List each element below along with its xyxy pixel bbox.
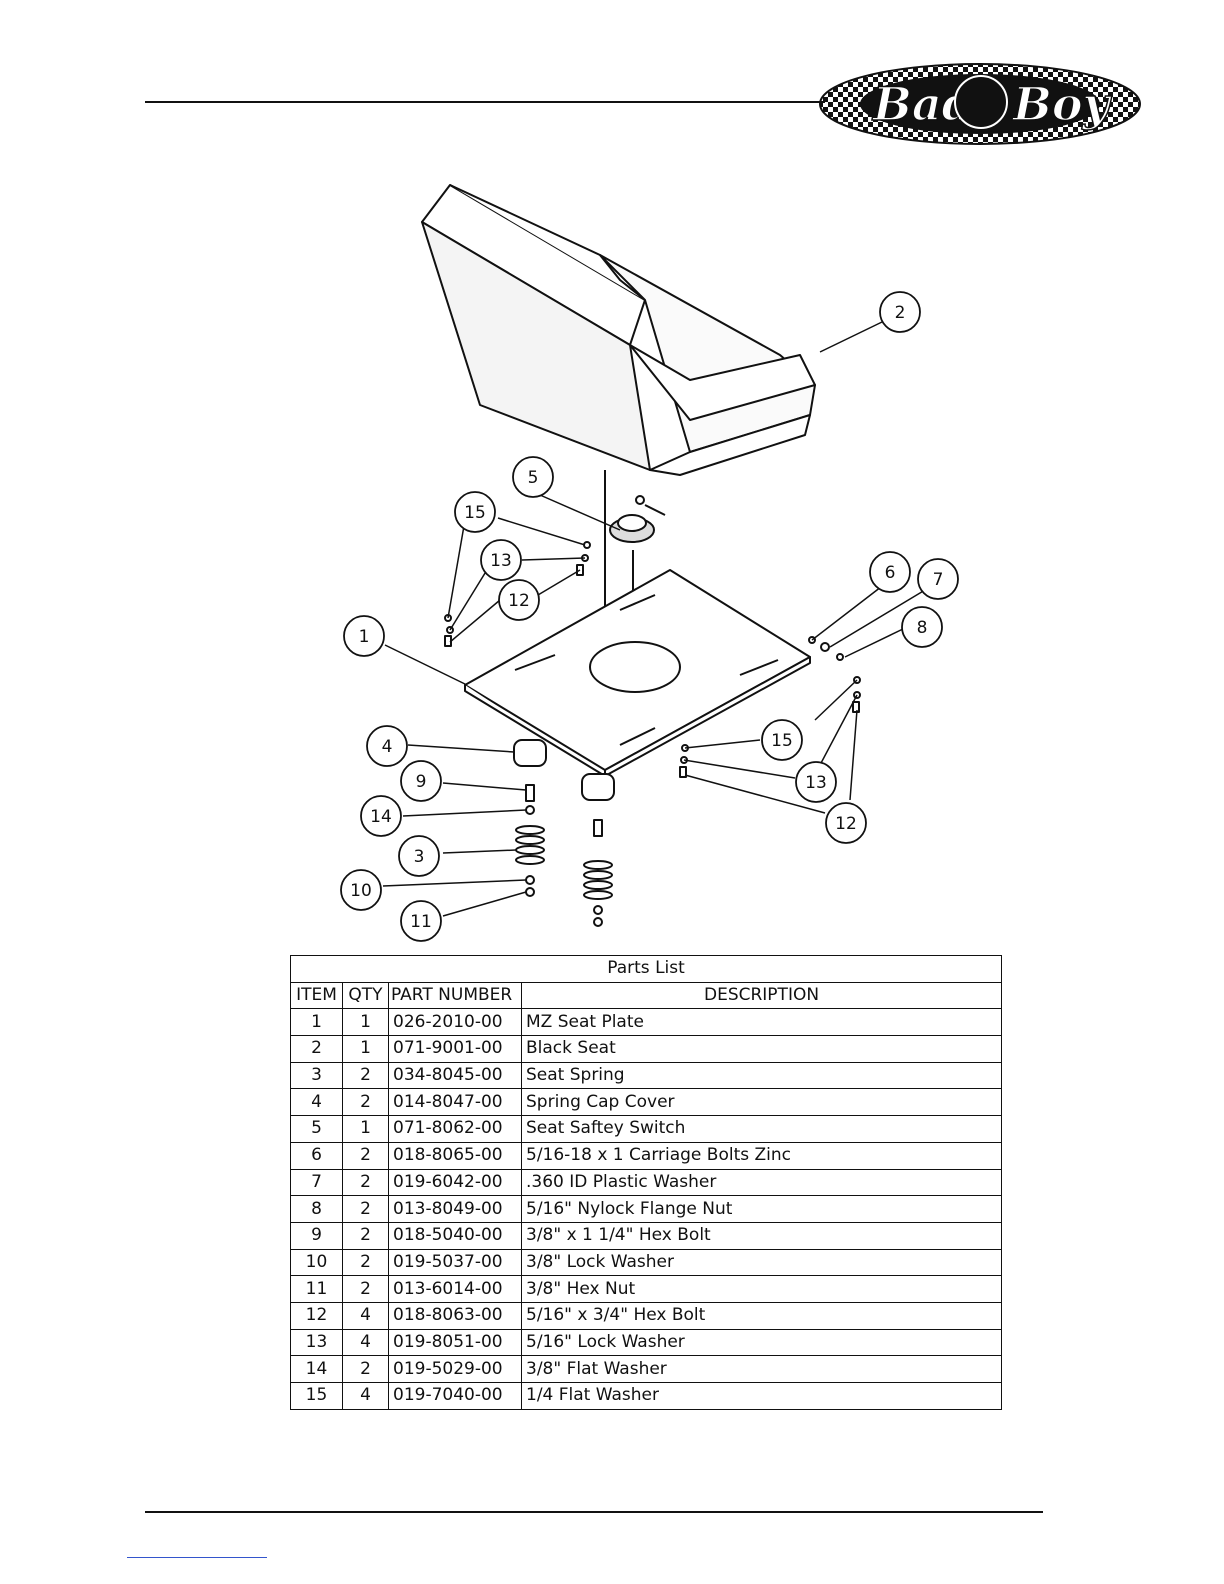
header-rule — [145, 101, 825, 103]
bad-boy-logo: Bad Boy — [819, 63, 1141, 145]
callout-14: 14 — [370, 807, 392, 827]
callout-15b: 15 — [771, 731, 793, 751]
svg-text:Boy: Boy — [1011, 77, 1113, 131]
callout-2: 2 — [895, 303, 906, 323]
callout-12: 12 — [508, 591, 530, 611]
callout-15: 15 — [464, 503, 486, 523]
callout-8: 8 — [917, 618, 928, 638]
callout-10: 10 — [350, 881, 372, 901]
callout-7: 7 — [933, 570, 944, 590]
col-description: DESCRIPTION — [520, 981, 1003, 1010]
parts-list-table: Parts List ITEM QTY PART NUMBER DESCRIPT… — [289, 955, 1003, 1410]
seat-assembly-exploded-view: 2 5 15 13 12 1 6 7 8 15 13 12 4 9 14 3 1… — [340, 184, 959, 942]
callout-5: 5 — [528, 468, 539, 488]
callout-9: 9 — [416, 772, 427, 792]
callout-4: 4 — [382, 737, 393, 757]
callout-12b: 12 — [835, 814, 857, 834]
col-part-number: PART NUMBER — [388, 981, 522, 1010]
parts-list-title: Parts List — [289, 955, 1003, 983]
callout-13: 13 — [490, 551, 512, 571]
col-item: ITEM — [290, 981, 343, 1010]
callout-1: 1 — [359, 627, 370, 647]
callout-3: 3 — [414, 847, 425, 867]
col-qty: QTY — [342, 981, 389, 1010]
footer-link-underline — [127, 1557, 267, 1558]
callout-6: 6 — [885, 563, 896, 583]
callout-13b: 13 — [805, 773, 827, 793]
callout-11: 11 — [410, 912, 432, 932]
footer-rule — [145, 1511, 1043, 1513]
